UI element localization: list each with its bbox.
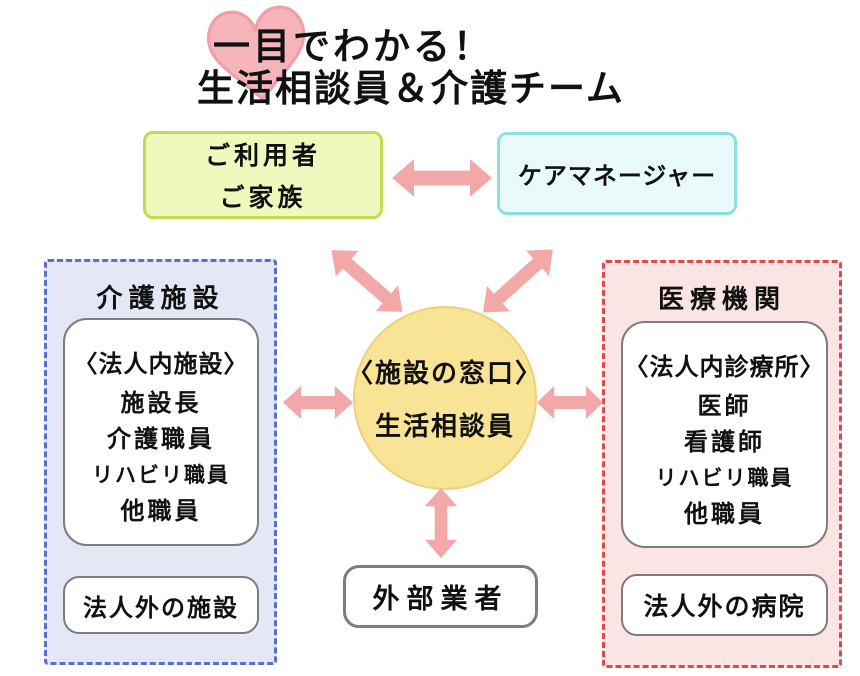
care-facility-title: 介護施設 [96,284,225,314]
corporate-facility-box: 〈法人内施設〉 施設長 介護職員 リハビリ職員 他職員 [63,318,259,546]
users-label: ご利用者 [204,141,321,170]
outside-hospital-label: 法人外の病院 [643,592,806,621]
family-label: ご家族 [219,183,307,212]
arrow-circle-external [423,488,459,558]
corporate-clinic-heading: 〈法人内診療所〉 [624,353,825,381]
care-manager-box: ケアマネージャー [497,132,737,215]
external-vendor-box: 外部業者 [343,565,538,628]
outside-facility-label: 法人外の施設 [83,593,239,622]
outside-facility-box: 法人外の施設 [63,576,259,634]
external-vendor-label: 外部業者 [372,584,509,615]
other-staff-label-left: 他職員 [120,497,202,525]
nurse-label: 看護師 [684,428,765,456]
arrow-circle-caremanager [470,235,565,326]
corporate-facility-heading: 〈法人内施設〉 [73,350,249,378]
arrow-circle-users [319,236,415,326]
life-consultant-label: 生活相談員 [374,412,515,442]
rehab-staff-label-left: リハビリ職員 [92,463,230,487]
other-staff-label-right: 他職員 [684,500,765,528]
corporate-clinic-box: 〈法人内診療所〉 医師 看護師 リハビリ職員 他職員 [621,321,828,548]
doctor-label: 医師 [697,392,752,420]
facility-window-circle: 〈施設の窓口〉 生活相談員 [347,306,541,490]
facility-window-label: 〈施設の窓口〉 [347,359,544,389]
care-manager-label: ケアマネージャー [517,162,717,190]
care-facility-panel: 介護施設 〈法人内施設〉 施設長 介護職員 リハビリ職員 他職員 法人外の施設 [44,259,277,665]
outside-hospital-box: 法人外の病院 [621,574,828,636]
users-family-box: ご利用者 ご家族 [143,131,383,219]
heart-icon [207,5,306,102]
medical-institution-title: 医療機関 [657,285,786,315]
arrow-circle-medical [537,384,603,421]
arrow-circle-carefacility [283,384,353,421]
rehab-staff-label-right: リハビリ職員 [655,466,794,490]
arrow-users-caremanager [392,157,492,199]
page-title-line2: 生活相談員＆介護チーム [197,67,625,110]
facility-director-label: 施設長 [120,389,202,417]
care-staff-label: 介護職員 [107,425,215,453]
medical-institution-panel: 医療機関 〈法人内診療所〉 医師 看護師 リハビリ職員 他職員 法人外の病院 [602,260,842,668]
page-title-line1: 一目でわかる！ [213,25,493,68]
